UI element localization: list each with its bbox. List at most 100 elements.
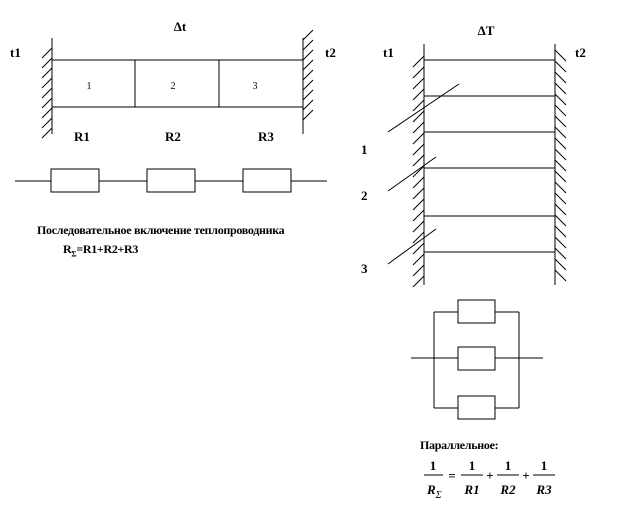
formula-term-1-numerator: 1 [469, 458, 476, 473]
hatch-stroke [41, 97, 53, 109]
series-left-temp-label: t1 [10, 45, 21, 60]
hatch-stroke [554, 181, 567, 194]
formula-term-3-denominator: R3 [535, 482, 552, 497]
hatch-stroke [302, 49, 314, 61]
series-delta-label: Δt [174, 19, 187, 34]
hatch-stroke [554, 214, 567, 227]
hatch-stroke [554, 104, 567, 117]
hatch-stroke [412, 187, 425, 200]
formula-term-1-denominator: R1 [463, 482, 479, 497]
hatch-stroke [554, 49, 567, 62]
parallel-wall-diagram [387, 44, 567, 288]
hatch-stroke [554, 170, 567, 183]
parallel-caption: Параллельное: [420, 438, 499, 452]
hatch-stroke [302, 79, 314, 91]
hatch-stroke [412, 264, 425, 277]
resistor-symbol-2 [457, 346, 496, 371]
hatch-stroke [554, 225, 567, 238]
hatch-stroke [554, 115, 567, 128]
hatch-stroke [412, 143, 425, 156]
hatch-stroke [412, 198, 425, 211]
layer-3-leader-line [387, 228, 437, 265]
series-wall-diagram [41, 29, 314, 139]
left-wall-hatching [412, 55, 425, 288]
resistor-symbol-3 [242, 168, 292, 193]
parallel-left-temp-label: t1 [383, 45, 394, 60]
hatch-stroke [554, 203, 567, 216]
resistor-label-r2: R2 [165, 129, 181, 144]
hatch-stroke [554, 159, 567, 172]
layer-number-1: 1 [87, 81, 92, 92]
layer-stack-box [51, 59, 304, 108]
series-formula: RΣ=R1+R2+R3 [63, 242, 139, 259]
hatch-stroke [412, 253, 425, 266]
parallel-layer-number-2: 2 [361, 188, 368, 203]
parallel-right-temp-label: t2 [575, 45, 586, 60]
formula-lhs-numerator: 1 [430, 458, 437, 473]
hatch-stroke [554, 60, 567, 73]
hatch-stroke [412, 121, 425, 134]
hatch-stroke [302, 109, 314, 121]
hatch-stroke [412, 165, 425, 178]
resistor-symbol-1 [457, 299, 496, 324]
hatch-stroke [302, 29, 314, 41]
right-wall-hatching [302, 29, 314, 121]
hatch-stroke [412, 88, 425, 101]
left-wall-hatching [41, 47, 53, 139]
series-right-temp-label: t2 [325, 45, 336, 60]
formula-term-3-numerator: 1 [541, 458, 548, 473]
parallel-formula: 1 RΣ = 1 R1 + 1 R2 + 1 R3 [424, 458, 555, 501]
hatch-stroke [412, 99, 425, 112]
hatch-stroke [412, 231, 425, 244]
resistor-symbol-2 [146, 168, 196, 193]
hatch-stroke [412, 154, 425, 167]
formula-equals-sign: = [448, 468, 455, 483]
parallel-resistor-circuit [411, 299, 543, 420]
hatch-stroke [554, 247, 567, 260]
hatch-stroke [554, 71, 567, 84]
hatch-stroke [41, 77, 53, 89]
hatch-stroke [412, 242, 425, 255]
formula-plus-sign-2: + [522, 468, 529, 483]
series-resistor-circuit [15, 168, 327, 193]
hatch-stroke [412, 220, 425, 233]
parallel-layer-number-1: 1 [361, 142, 368, 157]
parallel-layer-number-3: 3 [361, 261, 368, 276]
hatch-stroke [554, 93, 567, 106]
hatch-stroke [41, 117, 53, 129]
formula-term-2-numerator: 1 [505, 458, 512, 473]
hatch-stroke [554, 126, 567, 139]
hatch-stroke [412, 66, 425, 79]
hatch-stroke [412, 110, 425, 123]
right-wall-hatching [554, 49, 567, 282]
hatch-stroke [302, 99, 314, 111]
series-caption: Последовательное включение теплопроводни… [37, 223, 285, 237]
hatch-stroke [41, 127, 53, 139]
hatch-stroke [554, 236, 567, 249]
hatch-stroke [302, 39, 314, 51]
hatch-stroke [554, 148, 567, 161]
layer-number-3: 3 [253, 81, 258, 92]
hatch-stroke [554, 258, 567, 271]
hatch-stroke [41, 107, 53, 119]
hatch-stroke [302, 69, 314, 81]
hatch-stroke [412, 275, 425, 288]
hatch-stroke [412, 77, 425, 90]
hatch-stroke [554, 192, 567, 205]
hatch-stroke [302, 59, 314, 71]
resistor-symbol-3 [457, 395, 496, 420]
layer-2-leader-line [387, 156, 437, 192]
resistor-label-r3: R3 [258, 129, 274, 144]
formula-term-2-denominator: R2 [499, 482, 516, 497]
resistor-symbol-1 [50, 168, 100, 193]
formula-plus-sign-1: + [486, 468, 493, 483]
hatch-stroke [412, 132, 425, 145]
parallel-delta-label: ΔT [478, 23, 495, 38]
layer-1-leader-line [387, 83, 460, 133]
hatch-stroke [41, 57, 53, 69]
hatch-stroke [554, 137, 567, 150]
hatch-stroke [554, 269, 567, 282]
hatch-stroke [412, 176, 425, 189]
